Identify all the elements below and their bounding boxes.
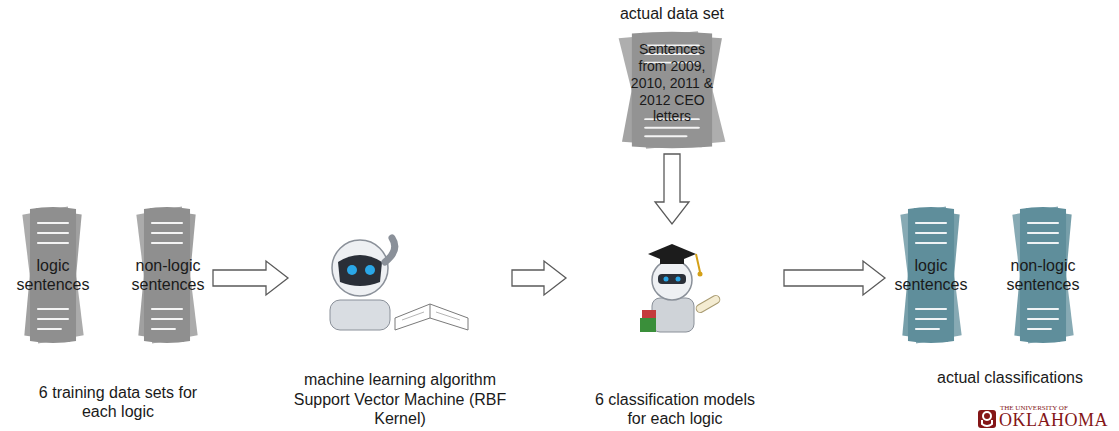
node-text: logic sentences xyxy=(889,256,973,294)
document-stack-box: logic sentences xyxy=(889,205,973,345)
graduate-robot xyxy=(640,244,721,332)
document-stack xyxy=(900,206,962,344)
document-stack xyxy=(136,206,198,344)
document-stack-box: non-logic sentences xyxy=(127,205,209,345)
node-body-text: Sentences from 2009, 2010, 2011 & 2012 C… xyxy=(624,41,720,125)
document-stack-box: non-logic sentences xyxy=(1000,205,1086,345)
university-logo-symbol xyxy=(978,410,996,428)
node-text: non-logic sentences xyxy=(1000,256,1086,294)
block-arrow xyxy=(512,261,566,295)
node-text: logic sentences xyxy=(13,256,93,294)
reading-robot xyxy=(330,238,468,330)
document-stack xyxy=(22,206,84,344)
logo-wordmark: OKLAHOMA xyxy=(999,411,1113,429)
block-arrow xyxy=(784,261,885,295)
document-stack xyxy=(1012,206,1074,344)
document-stack-box: actual data setSentences from 2009, 2010… xyxy=(606,4,738,150)
caption-text: 6 training data sets for each logic xyxy=(20,383,216,421)
document-stack xyxy=(618,31,726,149)
caption-text: actual classifications xyxy=(935,368,1085,387)
node-text: actual data set xyxy=(620,4,724,23)
model-box: 6 classification models for each logic xyxy=(570,228,780,428)
node-text: machine learning algorithm Support Vecto… xyxy=(292,370,508,428)
node-text: non-logic sentences xyxy=(127,256,209,294)
block-arrow xyxy=(213,261,288,295)
document-stack-box: logic sentences xyxy=(13,205,93,345)
block-arrow xyxy=(655,154,689,224)
algorithm-box: machine learning algorithm Support Vecto… xyxy=(292,228,508,428)
node-text: 6 classification models for each logic xyxy=(585,390,765,428)
